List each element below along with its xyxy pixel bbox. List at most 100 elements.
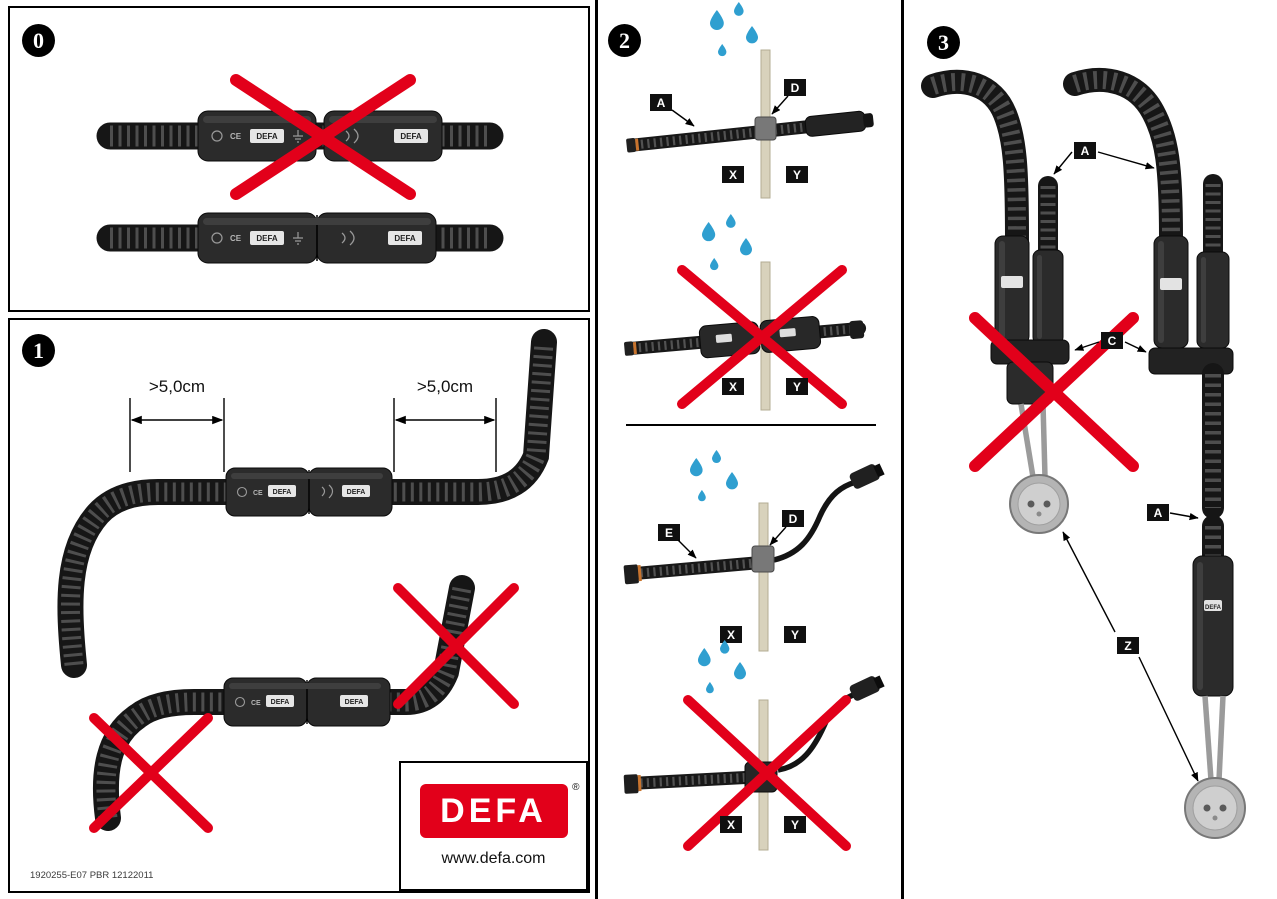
svg-text:C: C [1108, 334, 1117, 348]
cable-assembly [623, 770, 755, 794]
label-tag-x: X [720, 816, 742, 833]
label-tag-z: Z [1117, 637, 1139, 654]
label-tag-a: A [650, 94, 672, 111]
svg-text:A: A [1081, 144, 1090, 158]
ce-marking: CE [230, 132, 242, 141]
defa-marking-box [340, 695, 368, 707]
defa-marking-box [1204, 600, 1222, 611]
thin-cable [773, 479, 857, 563]
ground-symbol-icon [293, 232, 303, 245]
brand-url: www.defa.com [441, 850, 546, 867]
connection-correct-example: CE DEFA DEFA [96, 212, 504, 264]
connection-incorrect-example: CE DEFA DEFA [96, 74, 504, 200]
svg-text:E: E [665, 526, 673, 540]
cable-assembly [626, 110, 874, 153]
water-drops-icon [698, 640, 746, 694]
power-mark-icon [211, 130, 223, 142]
dimension-label-left: >5,0cm [149, 377, 205, 396]
panel-3-illustration: DEFA A C A [921, 67, 1246, 839]
orange-ring [637, 774, 642, 792]
orange-ring [637, 564, 642, 582]
label-tag-d: D [782, 510, 804, 527]
document-code: 1920255-E07 PBR 12122011 [30, 870, 153, 881]
grommet [751, 545, 775, 573]
connector-highlight [203, 218, 431, 225]
connector-highlight [231, 473, 383, 479]
panel-0-number: 0 [22, 24, 55, 57]
svg-text:X: X [727, 818, 735, 832]
cable-corrugation [633, 558, 759, 579]
panel-1-illustration: CE DEFA DEFA >5,0cm >5,0cm [30, 329, 557, 881]
defa-marking: DEFA [271, 699, 290, 706]
label-a-arrow [1053, 151, 1073, 175]
red-cross-icon [683, 695, 851, 851]
label-d-arrow [771, 95, 789, 115]
connector-tip [849, 320, 865, 339]
power-mark-icon [234, 696, 246, 708]
water-drops-icon [690, 450, 738, 502]
heating-element-disc [1009, 474, 1069, 534]
red-cross-icon [677, 265, 847, 409]
orange-ring [634, 138, 640, 151]
routing-incorrect-example: CE DEFA DEFA [89, 575, 519, 833]
cable-end [626, 138, 637, 153]
label-a-arrow [671, 109, 695, 127]
svg-text:Y: Y [791, 628, 799, 642]
label-a-arrow [1169, 512, 1199, 521]
connector-highlight [999, 241, 1005, 339]
power-mark-icon [236, 486, 248, 498]
heat-symbol-icon [345, 128, 359, 144]
cable [628, 120, 817, 152]
wall-passthrough-correct-1: A D X Y [626, 2, 874, 199]
label-tag-x: X [722, 378, 744, 395]
label-tag-y: Y [784, 626, 806, 643]
plug-end [849, 463, 885, 489]
label-tag-e: E [658, 524, 680, 541]
water-drops-icon [710, 2, 758, 57]
svg-text:D: D [789, 512, 798, 526]
defa-marking-box [779, 328, 796, 338]
label-tag-y: Y [786, 166, 808, 183]
cable-end [624, 341, 634, 356]
logo-box: DEFA ® www.defa.com [399, 761, 588, 891]
defa-marking: DEFA [1205, 605, 1222, 611]
routing-correct-example: CE DEFA DEFA [57, 329, 557, 678]
connector-plug [623, 564, 639, 585]
defa-marking-box [266, 695, 294, 707]
defa-marking-box [715, 333, 733, 343]
red-cross-icon [230, 74, 416, 200]
defa-marking: DEFA [345, 699, 364, 706]
plug-end [849, 675, 885, 701]
svg-text:A: A [657, 96, 666, 110]
wall [758, 502, 769, 652]
panel-0: 0 CE DEFA DEFA [8, 6, 590, 312]
water-drops-icon [702, 214, 752, 271]
connector-highlight [1197, 562, 1203, 690]
svg-text:D: D [791, 81, 800, 95]
element-rod [1216, 695, 1226, 781]
defa-logo: DEFA ® [419, 782, 580, 838]
panel-0-illustration: CE DEFA DEFA [96, 74, 504, 264]
label-tag-x: X [720, 626, 742, 643]
defa-marking-box [342, 485, 370, 497]
svg-text:Y: Y [793, 380, 801, 394]
defa-marking-box [1160, 278, 1182, 290]
label-tag-c: C [1101, 332, 1123, 349]
element-rod [1202, 695, 1214, 781]
grommet [754, 116, 777, 141]
label-tag-y: Y [784, 816, 806, 833]
label-tag-a: A [1147, 504, 1169, 521]
cable-assembly [623, 556, 765, 585]
label-z-arrow [1062, 531, 1116, 633]
registered-mark: ® [572, 782, 580, 793]
ce-marking: CE [251, 700, 261, 707]
label-c-arrow [1074, 341, 1100, 351]
defa-marking: DEFA [256, 234, 278, 243]
svg-text:X: X [729, 168, 737, 182]
label-tag-a: A [1074, 142, 1096, 159]
svg-text:X: X [729, 380, 737, 394]
brand-name: DEFA [440, 791, 547, 830]
defa-marking-box [250, 231, 284, 245]
ce-marking: CE [230, 234, 242, 243]
label-e-arrow [677, 539, 697, 559]
